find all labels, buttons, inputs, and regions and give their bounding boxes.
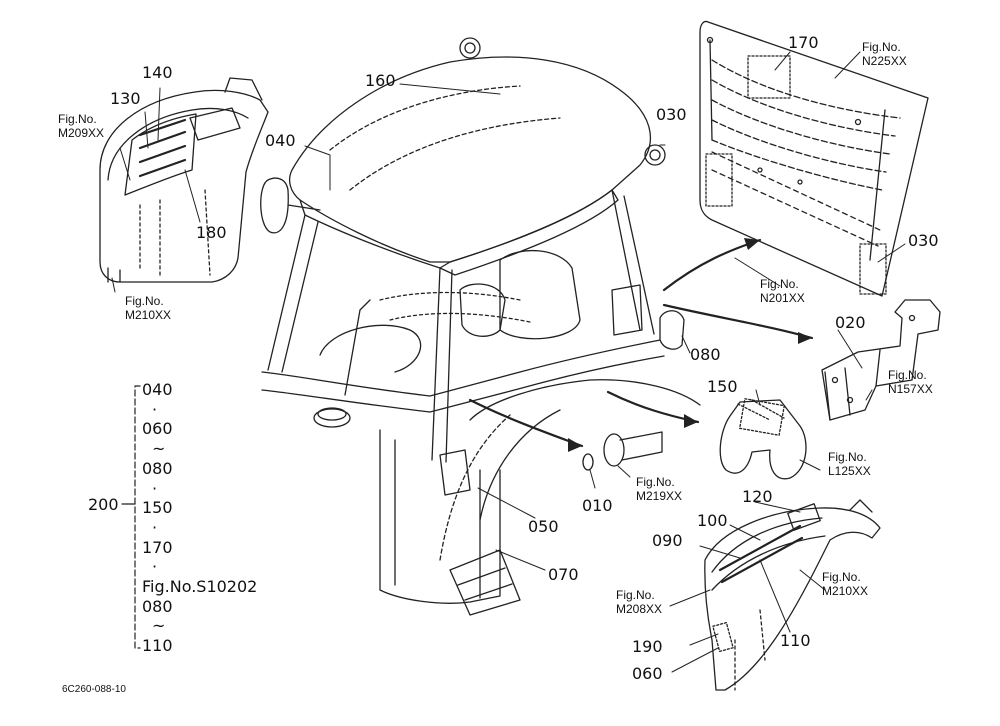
group-item: ~: [152, 616, 166, 636]
part-label-030-right: 030: [908, 231, 939, 250]
group-item: 060: [142, 419, 173, 439]
part-label-140: 140: [142, 63, 173, 82]
group-item: ·: [152, 557, 158, 577]
group-item: 170: [142, 537, 173, 557]
group-item: 080: [142, 458, 173, 478]
cab-drawing: [260, 37, 701, 616]
part-label-200: 200: [88, 495, 119, 514]
figure-ref-m210-right: Fig.No.M210XX: [822, 570, 869, 598]
rear-window-drawing: [699, 20, 929, 297]
panel-150-drawing: [719, 398, 807, 480]
part-label-080: 080: [690, 345, 721, 364]
part-label-160: 160: [365, 71, 396, 90]
leader-lines: [111, 51, 906, 673]
figure-ref-n225: Fig.No.N225XX: [862, 40, 907, 68]
knob-010-drawing: [582, 431, 663, 471]
part-label-040: 040: [265, 131, 296, 150]
figure-ref-m208: Fig.No.M208XX: [616, 588, 663, 616]
group-200-list: 040 · 060 ~ 080 · 150 · 170 · Fig.No.S10…: [142, 380, 257, 656]
group-item: ·: [152, 478, 158, 498]
figure-ref-l125: Fig.No.L125XX: [828, 450, 871, 478]
group-item: 110: [142, 636, 173, 656]
figure-ref-n157: Fig.No.N157XX: [888, 368, 933, 396]
figure-ref-m219: Fig.No.M219XX: [636, 475, 683, 503]
figure-ref-m210-left: Fig.No.M210XX: [125, 294, 172, 322]
part-label-010: 010: [582, 496, 613, 515]
part-label-120: 120: [742, 487, 773, 506]
part-label-020: 020: [835, 313, 866, 332]
group-item: ·: [152, 399, 158, 419]
part-label-070: 070: [548, 565, 579, 584]
bracket-drawing: [821, 299, 941, 421]
part-label-110: 110: [780, 631, 811, 650]
part-label-130: 130: [110, 89, 141, 108]
group-bracket-200: [121, 385, 141, 649]
part-label-100: 100: [697, 511, 728, 530]
part-label-170: 170: [788, 33, 819, 52]
part-label-060: 060: [632, 664, 663, 683]
group-item: Fig.No.S10202: [142, 577, 258, 597]
group-item: ·: [152, 517, 158, 537]
group-item: 080: [142, 596, 173, 616]
group-item: 040: [142, 380, 173, 399]
group-item: 150: [142, 498, 173, 518]
left-fender-drawing: [99, 77, 269, 283]
part-label-190: 190: [632, 637, 663, 656]
part-label-030-top: 030: [656, 105, 687, 124]
part-label-090: 090: [652, 531, 683, 550]
part-label-180: 180: [196, 223, 227, 242]
figure-ref-m209: Fig.No.M209XX: [58, 112, 105, 140]
part-label-050: 050: [528, 517, 559, 536]
group-item: ~: [152, 439, 166, 459]
document-id: 6C260-088-10: [62, 684, 126, 695]
figure-ref-n201: Fig.No.N201XX: [760, 277, 805, 305]
part-label-150: 150: [707, 377, 738, 396]
